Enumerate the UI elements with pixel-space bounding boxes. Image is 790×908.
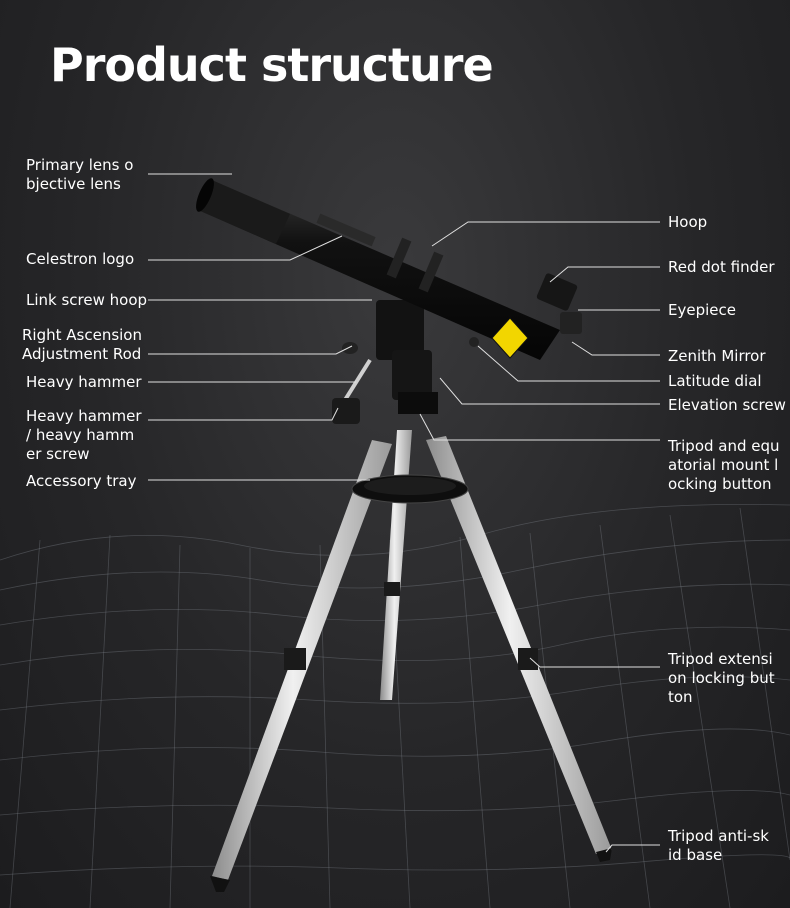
label-line: Accessory tray bbox=[26, 472, 137, 490]
label-line: Zenith Mirror bbox=[668, 347, 766, 365]
label-line: Red dot finder bbox=[668, 258, 775, 276]
label-link-screw-hoop: Link screw hoop bbox=[26, 291, 147, 310]
label-line: Hoop bbox=[668, 213, 708, 231]
label-primary-lens: Primary lens o bjective lens bbox=[26, 156, 133, 194]
label-line: id base bbox=[668, 846, 723, 864]
label-line: Adjustment Rod bbox=[22, 345, 142, 363]
terrain-mesh bbox=[0, 503, 790, 908]
label-hoop: Hoop bbox=[668, 213, 707, 232]
label-line: Tripod and equ bbox=[668, 437, 780, 455]
label-line: Elevation screw bbox=[668, 396, 786, 414]
label-line: Heavy hammer bbox=[26, 407, 142, 425]
label-zenith-mirror: Zenith Mirror bbox=[668, 347, 766, 366]
leader-lines bbox=[148, 173, 660, 853]
label-line: Primary lens o bbox=[26, 156, 134, 174]
page-title: Product structure bbox=[50, 38, 494, 92]
label-line: atorial mount l bbox=[668, 456, 779, 474]
label-accessory-tray: Accessory tray bbox=[26, 472, 136, 491]
label-eyepiece: Eyepiece bbox=[668, 301, 736, 320]
label-line: ocking button bbox=[668, 475, 772, 493]
label-tripod-anti-skid-base: Tripod anti-sk id base bbox=[668, 827, 769, 865]
label-tripod-mount-locking-button: Tripod and equ atorial mount l ocking bu… bbox=[668, 437, 780, 494]
label-line: Tripod anti-sk bbox=[668, 827, 769, 845]
label-red-dot-finder: Red dot finder bbox=[668, 258, 775, 277]
label-tripod-extension-locking-button: Tripod extensi on locking but ton bbox=[668, 650, 775, 707]
label-line: Celestron logo bbox=[26, 250, 135, 268]
label-line: Eyepiece bbox=[668, 301, 736, 319]
label-line: bjective lens bbox=[26, 175, 121, 193]
label-line: / heavy hamm bbox=[26, 426, 135, 444]
label-line: Latitude dial bbox=[668, 372, 762, 390]
label-right-ascension-rod: Right Ascension Adjustment Rod bbox=[22, 326, 142, 364]
label-line: Link screw hoop bbox=[26, 291, 148, 309]
label-celestron-logo: Celestron logo bbox=[26, 250, 134, 269]
label-line: ton bbox=[668, 688, 693, 706]
tripod bbox=[210, 430, 612, 892]
label-line: Right Ascension bbox=[22, 326, 142, 344]
equatorial-mount bbox=[332, 300, 479, 424]
label-line: on locking but bbox=[668, 669, 775, 687]
label-latitude-dial: Latitude dial bbox=[668, 372, 762, 391]
telescope-tube bbox=[196, 178, 582, 360]
label-elevation-screw: Elevation screw bbox=[668, 396, 786, 415]
label-line: Heavy hammer bbox=[26, 373, 142, 391]
label-heavy-hammer: Heavy hammer bbox=[26, 373, 142, 392]
label-line: Tripod extensi bbox=[668, 650, 773, 668]
label-line: er screw bbox=[26, 445, 90, 463]
label-heavy-hammer-screw: Heavy hammer / heavy hamm er screw bbox=[26, 407, 142, 464]
